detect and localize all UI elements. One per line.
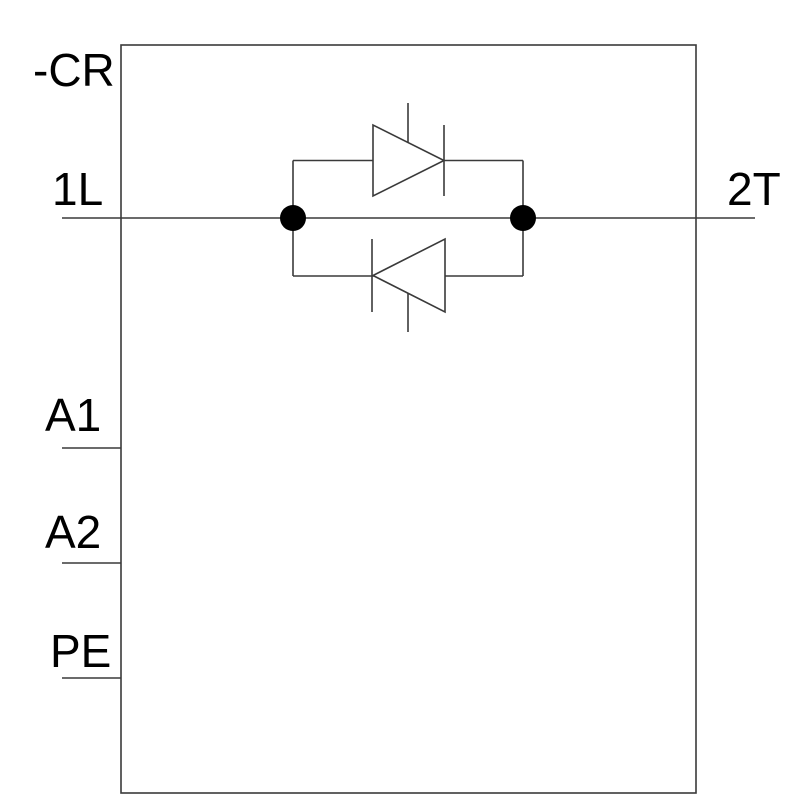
- junction-dot-right: [510, 205, 536, 231]
- junction-dot-left: [280, 205, 306, 231]
- thyristor-top-icon: [372, 103, 446, 198]
- component-outline-box: [120, 44, 697, 794]
- thyristor-bottom-icon: [371, 237, 446, 332]
- terminal-2t-label: 2T: [727, 163, 781, 215]
- terminal-pe-label: PE: [50, 625, 111, 677]
- component-ref-label: -CR: [33, 44, 115, 96]
- thyristor-top-triangle: [372, 123, 446, 198]
- terminal-a1-label: A1: [45, 389, 101, 441]
- thyristor-bottom-triangle: [371, 237, 446, 314]
- terminal-1l-label: 1L: [52, 163, 103, 215]
- terminal-a2-label: A2: [45, 506, 101, 558]
